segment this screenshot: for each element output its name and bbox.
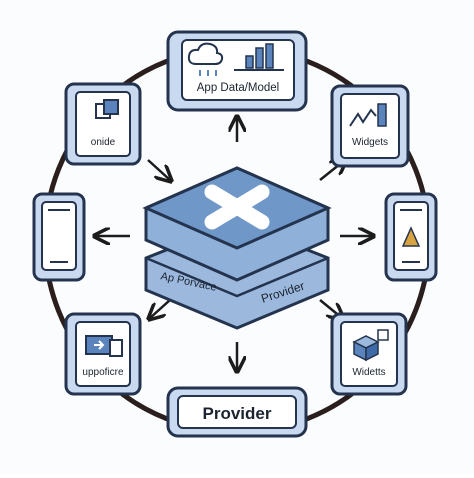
- node-onide[interactable]: onide: [64, 82, 142, 166]
- node-label: App Data/Model: [197, 82, 279, 94]
- node-widetts[interactable]: Widetts: [330, 312, 408, 396]
- node-left-phone[interactable]: [32, 192, 86, 282]
- arrow-to-bottom-left: [150, 299, 171, 318]
- folder-arrow-icon: [85, 335, 123, 357]
- cube-stack-icon: [352, 329, 389, 362]
- stacked-squares-icon: [95, 99, 119, 119]
- node-label: Provider: [203, 404, 272, 423]
- cloud-bar-chart-icon: [187, 42, 284, 76]
- mobile-phone-logo-icon: [393, 201, 429, 271]
- node-right-phone[interactable]: [384, 192, 438, 282]
- arrow-from-top-left: [147, 159, 170, 180]
- node-uppoficre[interactable]: uppoficre: [64, 312, 142, 396]
- node-label: uppoficre: [82, 367, 124, 378]
- x-cross-icon: [204, 184, 270, 230]
- center-provider-block[interactable]: Ap Porvace Provider: [142, 166, 332, 330]
- node-label: onide: [91, 137, 116, 148]
- node-app-data-model[interactable]: App Data/Model: [166, 30, 308, 112]
- mobile-phone-icon: [41, 201, 77, 271]
- node-widgets[interactable]: Widgets: [330, 84, 410, 168]
- node-provider[interactable]: Provider: [166, 386, 308, 438]
- node-label: Widgets: [352, 137, 388, 148]
- chart-arrow-icon: [349, 103, 387, 127]
- node-label: Widetts: [352, 367, 385, 378]
